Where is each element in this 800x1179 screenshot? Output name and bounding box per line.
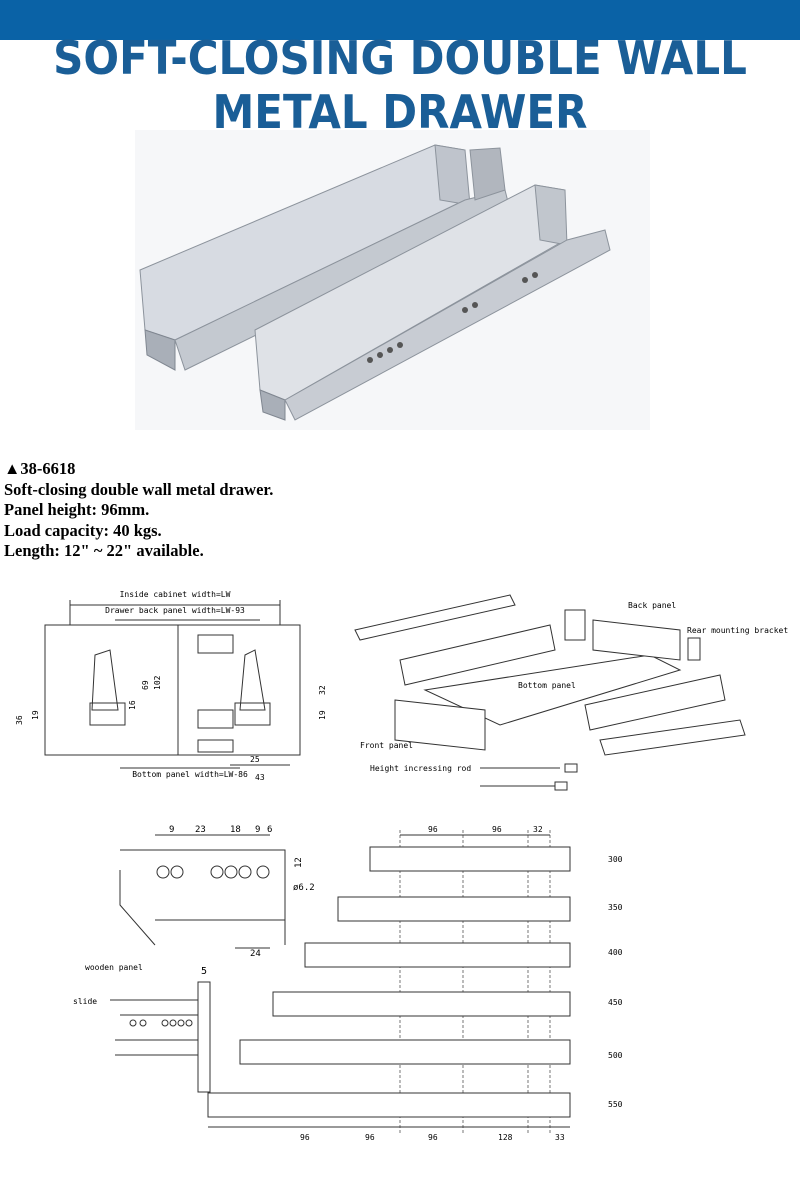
- height-rod-label: Height incressing rod: [370, 764, 471, 773]
- spec-description: Soft-closing double wall metal drawer.: [4, 479, 274, 499]
- wooden-panel-label: wooden panel: [85, 963, 143, 972]
- slide-top-dim-1: 96: [428, 825, 438, 834]
- slide-lengths-drawing: 96 96 32 300 350 400 450 500 550 96 96 9…: [207, 825, 623, 1142]
- spec-length: Length: 12" ~ 22" available.: [4, 541, 204, 560]
- dim-19-right: 19: [318, 710, 327, 720]
- spec-block: ▲38-6618 Soft-closing double wall metal …: [4, 459, 273, 562]
- header-bar: [0, 0, 800, 40]
- bottom-panel-label: Bottom panel: [518, 681, 576, 690]
- exploded-view-drawing: Back panel Rear mounting bracket Bottom …: [354, 594, 788, 791]
- page-title: SOFT-CLOSING DOUBLE WALL METAL DRAWER: [53, 31, 747, 139]
- slide-length-450: 450: [608, 998, 623, 1007]
- slide-length-500: 500: [608, 1051, 623, 1060]
- dim-69: 69: [141, 680, 150, 690]
- hole-diameter: ø6.2: [293, 883, 315, 893]
- slide-length-350: 350: [608, 903, 623, 912]
- spec-load-capacity: Load capacity: 40 kgs.: [4, 520, 162, 540]
- slide-bottom-dim-4: 128: [498, 1133, 513, 1142]
- hole-dim-23: 23: [195, 825, 206, 835]
- slide-bottom-dim-2: 96: [365, 1133, 375, 1142]
- slide-length-300: 300: [608, 855, 623, 864]
- slide-top-dim-3: 32: [533, 825, 543, 834]
- dim-36: 36: [15, 715, 24, 725]
- wood-dim-5: 5: [201, 966, 207, 977]
- hole-dim-9b: 9: [255, 825, 260, 835]
- dim-102: 102: [153, 675, 162, 690]
- rear-bracket-label: Rear mounting bracket: [687, 626, 788, 635]
- cross-section-drawing: Inside cabinet width=LW Drawer back pane…: [15, 590, 327, 782]
- slide-top-dim-2: 96: [492, 825, 502, 834]
- dim-43: 43: [255, 773, 265, 782]
- hole-dim-9a: 9: [169, 825, 174, 835]
- hole-dim-12: 12: [294, 857, 304, 868]
- dim-32: 32: [318, 685, 327, 695]
- product-photo: [135, 130, 650, 430]
- model-number: ▲38-6618: [4, 459, 76, 478]
- back-panel-label: Back panel: [628, 601, 676, 610]
- dim-19-left: 19: [31, 710, 40, 720]
- hole-dim-6: 6: [267, 825, 272, 835]
- hole-dim-24: 24: [250, 949, 261, 959]
- spec-panel-height: Panel height: 96mm.: [4, 500, 150, 519]
- back-panel-width-label: Drawer back panel width=LW-93: [105, 606, 245, 615]
- inside-cabinet-label: Inside cabinet width=LW: [120, 590, 231, 599]
- slide-bottom-dim-1: 96: [300, 1133, 310, 1142]
- bottom-panel-width-label: Bottom panel width=LW-86: [132, 770, 248, 779]
- slide-length-400: 400: [608, 948, 623, 957]
- slide-bottom-dim-3: 96: [428, 1133, 438, 1142]
- dim-16: 16: [128, 700, 137, 710]
- slide-label: slide: [73, 997, 97, 1006]
- wood-panel-detail: wooden panel slide 5: [73, 963, 211, 1093]
- slide-length-550: 550: [608, 1100, 623, 1109]
- front-panel-label: Front panel: [360, 741, 413, 750]
- slide-bottom-dim-5: 33: [555, 1133, 565, 1142]
- dim-25: 25: [250, 755, 260, 764]
- hole-dim-18: 18: [230, 825, 241, 835]
- hole-detail-drawing: 9 23 18 9 6 12 ø6.2 24: [119, 825, 315, 959]
